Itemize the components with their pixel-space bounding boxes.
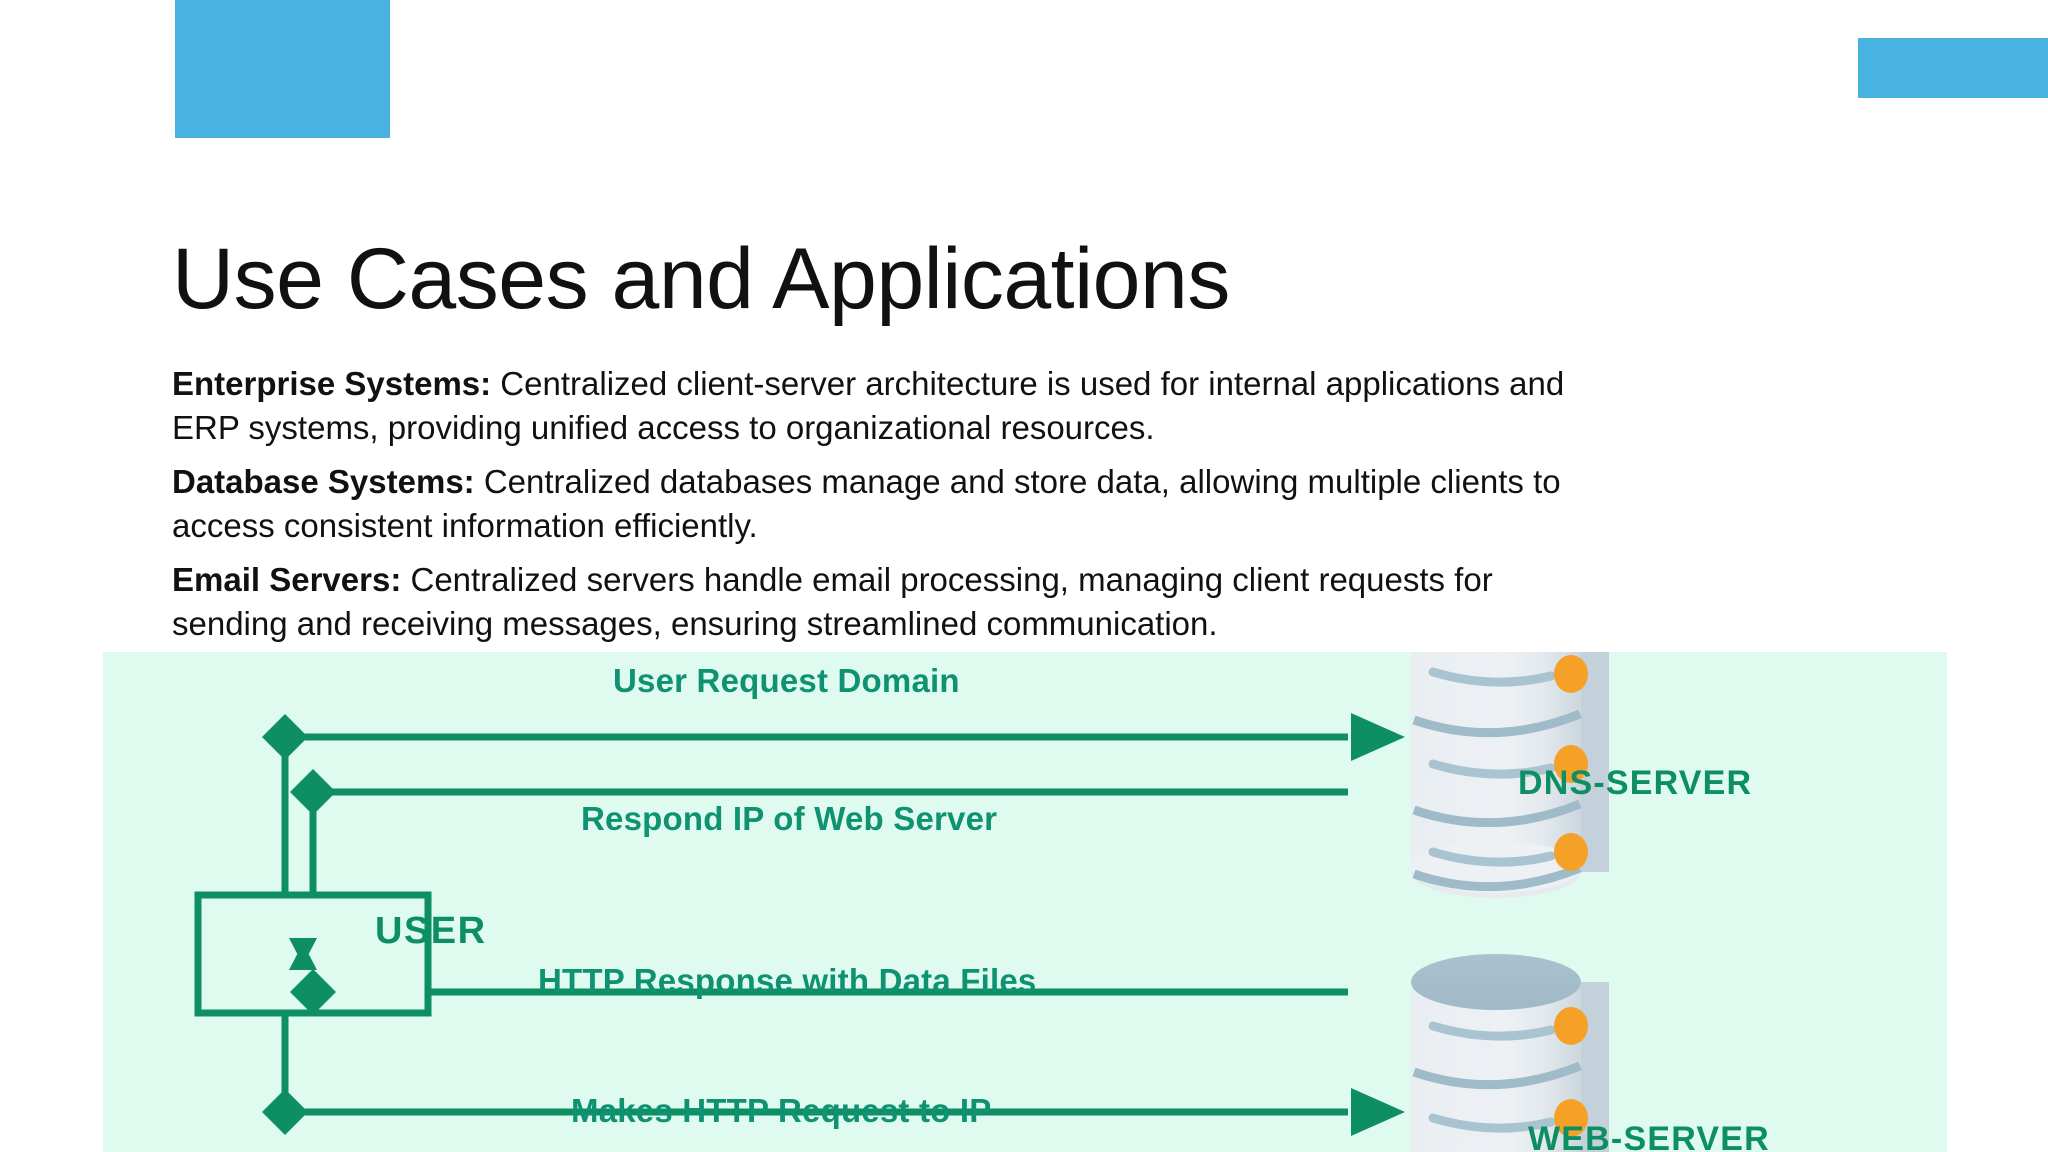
- flow-label-makes-http-request: Makes HTTP Request to IP: [571, 1092, 992, 1129]
- server-led: [1554, 1099, 1588, 1137]
- flow-label-http-response: HTTP Response with Data Files: [538, 962, 1037, 999]
- paragraph-lead: Enterprise Systems:: [172, 365, 492, 402]
- flow-label-user-request-domain: User Request Domain: [613, 662, 960, 699]
- diamond-flow1: [262, 714, 308, 760]
- page-title: Use Cases and Applications: [172, 230, 1230, 327]
- paragraph-text: Centralized databases manage and store d…: [172, 463, 1561, 544]
- diagram-graphics: [194, 652, 1609, 1152]
- paragraph-lead: Email Servers:: [172, 561, 402, 599]
- paragraph-text: Centralized client-server architecture i…: [172, 365, 1565, 446]
- arrowhead-to-web: [1351, 1088, 1405, 1136]
- flow-label-respond-ip: Respond IP of Web Server: [581, 800, 998, 837]
- diagram-arrowheads: [289, 713, 1405, 1136]
- node-label-dns-server: DNS-SERVER: [1518, 764, 1753, 802]
- accent-bar-left: [175, 0, 390, 138]
- server-led: [1554, 1007, 1588, 1045]
- paragraph-lead: Database Systems:: [172, 463, 475, 501]
- paragraph-enterprise-systems: Enterprise Systems: Centralized client-s…: [172, 362, 1592, 449]
- server-led: [1554, 833, 1588, 871]
- arrowhead-to-dns: [1351, 713, 1405, 761]
- arrowhead-into-user-bottom: [289, 943, 317, 970]
- diagram-connectors: [194, 733, 1348, 1116]
- client-server-diagram: User Request Domain Respond IP of Web Se…: [103, 652, 1947, 1152]
- node-label-user: USER: [375, 910, 487, 952]
- diagram-diamond-markers: [262, 714, 336, 1135]
- server-led: [1554, 655, 1588, 693]
- diamond-flow2: [290, 769, 336, 815]
- web-server-illustration: [1411, 954, 1609, 1152]
- body-copy: Enterprise Systems: Centralized client-s…: [172, 362, 1592, 656]
- paragraph-email-servers: Email Servers: Centralized servers handl…: [172, 558, 1592, 645]
- server-led: [1554, 745, 1588, 783]
- diamond-flow3: [290, 969, 336, 1015]
- diamond-flow4: [262, 1089, 308, 1135]
- node-label-web-server: WEB-SERVER: [1528, 1120, 1770, 1152]
- dns-server-illustration: [1411, 652, 1609, 898]
- paragraph-text: Centralized servers handle email process…: [172, 561, 1493, 642]
- accent-bar-right: [1858, 38, 2048, 98]
- paragraph-database-systems: Database Systems: Centralized databases …: [172, 460, 1592, 547]
